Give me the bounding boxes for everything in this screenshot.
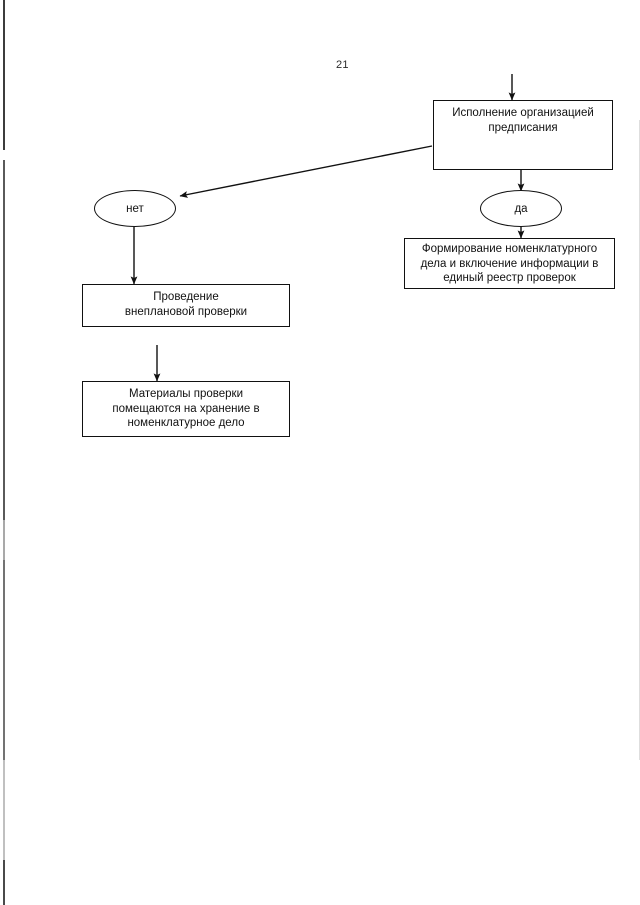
node-unscheduled-inspection[interactable]: Проведение внеплановой проверки bbox=[82, 284, 290, 327]
node-materials-storage[interactable]: Материалы проверки помещаются на хранени… bbox=[82, 381, 290, 437]
node-registry[interactable]: Формирование номенклатурного дела и вклю… bbox=[404, 238, 615, 289]
node-decision-no[interactable]: нет bbox=[94, 190, 176, 227]
connector-execution-to-no bbox=[179, 145, 433, 198]
scan-artifact-left-edge bbox=[3, 0, 5, 905]
page-number: 21 bbox=[336, 59, 349, 71]
node-execution[interactable]: Исполнение организацией предписания bbox=[433, 100, 613, 170]
node-decision-yes[interactable]: да bbox=[480, 190, 562, 227]
